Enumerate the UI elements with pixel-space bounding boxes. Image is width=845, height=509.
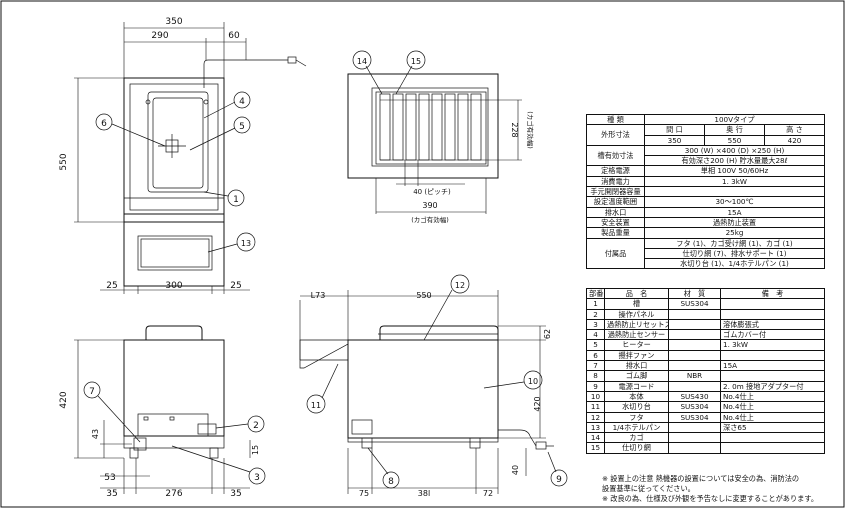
dim-front-base-right: 25 <box>230 281 241 291</box>
callout-12 <box>450 274 470 294</box>
svg-text:3: 3 <box>254 473 260 483</box>
front-view <box>74 22 307 294</box>
callout-7 <box>83 381 101 399</box>
callout-14 <box>352 50 372 70</box>
dim-left-bottom-mid: 276 <box>165 489 182 499</box>
note-line-2: 設置基準に従ってください。 <box>602 484 695 493</box>
dim-side-l73: L73 <box>311 291 326 300</box>
spec-label: 種 類 <box>586 113 645 126</box>
callout-9 <box>550 469 568 487</box>
callout-3 <box>248 467 266 485</box>
svg-text:14: 14 <box>357 57 367 66</box>
dim-left-bottom-r: 35 <box>230 489 241 499</box>
dim-left-bottom-l: 35 <box>106 489 117 499</box>
callout-1 <box>227 189 245 207</box>
callout-2 <box>247 415 265 433</box>
callout-4 <box>233 91 251 109</box>
dim-left-h1: 43 <box>91 429 100 439</box>
svg-text:12: 12 <box>455 281 465 290</box>
dim-side-height: 420 <box>533 396 542 411</box>
dim-side-width: 550 <box>416 291 431 300</box>
parts-table: 部番 品 名 材 質 備 考 1槽SUS3042操作パネル3過熱防止リセットスイ… <box>586 287 825 454</box>
dim-left-h15: 15 <box>251 445 260 455</box>
dim-left-height: 420 <box>59 391 69 408</box>
parts-row: 3過熱防止リセットスイッチ溶体膨張式 <box>586 318 825 331</box>
dim-side-h40: 40 <box>511 465 520 475</box>
callout-10 <box>523 370 543 390</box>
dim-front-height: 550 <box>59 153 69 170</box>
dim-side-top: 62 <box>543 329 552 339</box>
dim-top-pitch: 40 (ピッチ) <box>413 188 451 196</box>
svg-text:11: 11 <box>311 401 321 410</box>
callout-5 <box>233 116 251 134</box>
dim-front-cord: 60 <box>228 31 240 41</box>
svg-text:13: 13 <box>241 239 251 248</box>
dim-top-depth: 228 <box>510 122 519 137</box>
dim-front-inner: 290 <box>151 31 168 41</box>
dim-side-b75: 75 <box>359 489 369 498</box>
callout-15 <box>406 50 426 70</box>
svg-text:4: 4 <box>239 97 245 107</box>
svg-text:2: 2 <box>253 421 259 431</box>
dim-side-b72: 72 <box>483 489 493 498</box>
note-line-3: ※ 改良の為、仕様及び外観を予告なしに変更することがあります。 <box>602 494 819 503</box>
svg-text:1: 1 <box>233 195 239 205</box>
side-view <box>299 290 554 494</box>
svg-text:10: 10 <box>528 377 538 386</box>
svg-text:5: 5 <box>239 122 245 132</box>
note-line-1: ※ 設置上の注意 熱機器の設置については安全の為、消防法の <box>602 474 800 483</box>
svg-text:7: 7 <box>89 387 95 397</box>
callout-8 <box>382 471 400 489</box>
parts-header: 部番 <box>586 287 605 300</box>
dim-front-base-left: 25 <box>106 281 117 291</box>
callout-6 <box>95 113 113 131</box>
dim-side-b381: 38l <box>418 489 430 498</box>
callout-11 <box>306 394 326 414</box>
dim-top-basket-note: (カゴ有効幅) <box>411 215 449 224</box>
front-elevation <box>74 325 251 494</box>
dim-left-h2: 53 <box>104 473 115 483</box>
svg-text:6: 6 <box>101 119 107 129</box>
callout-13 <box>236 232 256 252</box>
svg-text:9: 9 <box>556 475 562 485</box>
dim-top-depth-note: (カゴ有効幅) <box>526 111 535 149</box>
dim-front-width: 350 <box>165 17 182 27</box>
dim-front-base-mid: 300 <box>165 281 182 291</box>
svg-text:8: 8 <box>388 477 394 487</box>
top-view <box>347 73 522 214</box>
dim-top-basket-width: 390 <box>422 201 437 210</box>
svg-text:15: 15 <box>411 57 421 66</box>
